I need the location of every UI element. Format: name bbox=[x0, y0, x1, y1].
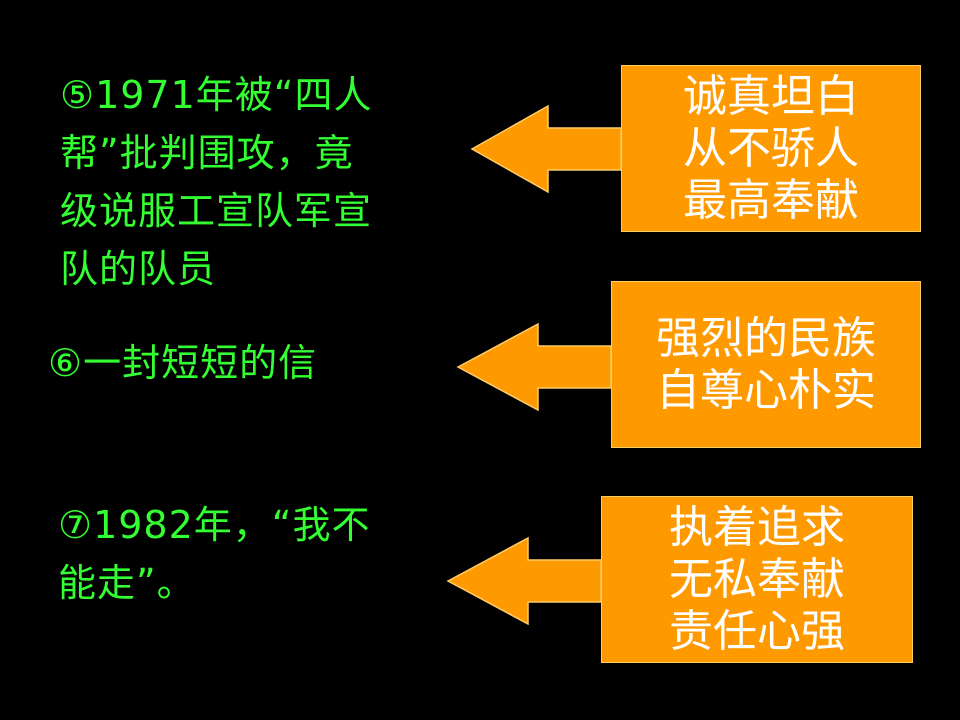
left-arrow-icon bbox=[456, 322, 612, 412]
item-5-box: 诚真坦白 从不骄人 最高奉献 bbox=[621, 65, 921, 232]
item-5-line: ⑤1971年被“四人 bbox=[60, 73, 373, 117]
item-6-box-line: 自尊心朴实 bbox=[656, 364, 876, 416]
item-7-box: 执着追求 无私奉献 责任心强 bbox=[601, 496, 913, 663]
item-5-line: 队的队员 bbox=[60, 247, 217, 291]
item-5-text: ⑤1971年被“四人 帮”批判围攻，竟 级说服工宣队军宣 队的队员 bbox=[60, 66, 460, 298]
item-6-box-line: 强烈的民族 bbox=[656, 312, 876, 364]
item-7-box-line: 执着追求 bbox=[669, 501, 845, 553]
left-arrow-icon bbox=[470, 104, 622, 194]
item-7-box-line: 责任心强 bbox=[669, 605, 845, 657]
item-6-text: ⑥一封短短的信 bbox=[48, 334, 448, 392]
item-7-line: 能走”。 bbox=[58, 561, 196, 605]
item-5-box-line: 从不骄人 bbox=[683, 122, 859, 174]
left-arrow-icon bbox=[446, 536, 602, 626]
item-5-box-line: 诚真坦白 bbox=[683, 70, 859, 122]
item-7-text: ⑦1982年，“我不 能走”。 bbox=[58, 496, 438, 612]
item-5-line: 帮”批判围攻，竟 bbox=[60, 131, 354, 175]
item-6-line: ⑥一封短短的信 bbox=[48, 341, 318, 385]
item-5-box-line: 最高奉献 bbox=[683, 174, 859, 226]
item-5-line: 级说服工宣队军宣 bbox=[60, 189, 373, 233]
item-7-box-line: 无私奉献 bbox=[669, 553, 845, 605]
item-7-line: ⑦1982年，“我不 bbox=[58, 503, 371, 547]
item-6-box: 强烈的民族 自尊心朴实 bbox=[611, 281, 921, 448]
